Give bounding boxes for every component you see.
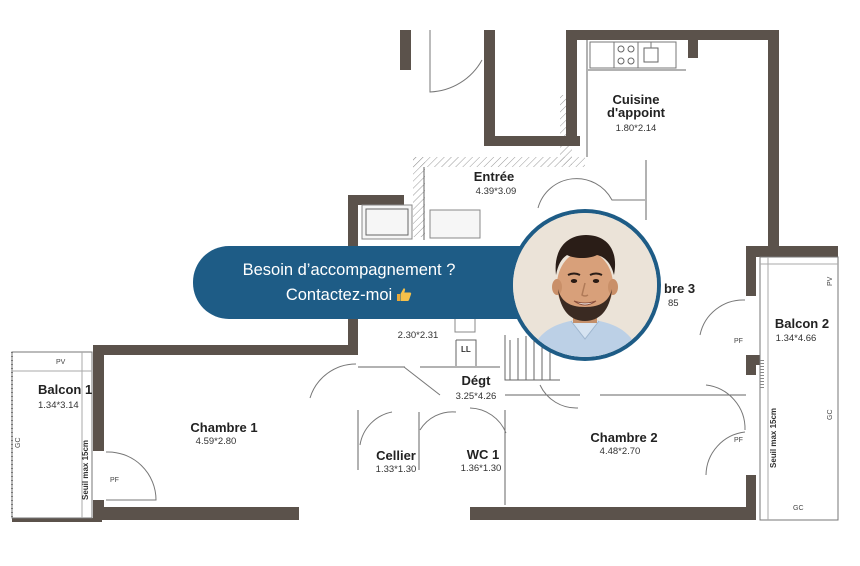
- room-name-balcon2: Balcon 2: [775, 316, 829, 331]
- gc-label: GC: [827, 410, 834, 421]
- advisor-avatar[interactable]: [509, 209, 661, 361]
- bathroom-fixtures: [361, 204, 481, 333]
- room-name-entree: Entrée: [474, 169, 514, 184]
- door-arc: [359, 411, 393, 446]
- room-name-cuisine-2: d'appoint: [607, 105, 666, 120]
- wall-segment: [93, 345, 104, 451]
- room-dims-cellier: 1.33*1.30: [376, 464, 417, 475]
- partitions: [357, 40, 746, 505]
- balcony-1-outline: [11, 351, 93, 519]
- balcony-2: PV GC GC Seuil max 15cm PF PF: [734, 256, 839, 521]
- hatched-threshold: [413, 157, 585, 167]
- room-dims-chambre1: 4.59*2.80: [196, 436, 237, 447]
- pv-label: PV: [827, 276, 834, 286]
- stair-lines: [509, 330, 551, 380]
- room-name-chambre1: Chambre 1: [190, 420, 257, 435]
- room-dims-chambre3: 85: [668, 298, 679, 309]
- washbasin: [429, 209, 481, 239]
- wall-segment: [93, 345, 358, 355]
- wall-segment: [566, 30, 577, 146]
- gc-label-bottom: GC: [793, 505, 804, 512]
- wall-segment: [348, 195, 404, 205]
- balcony-door: [699, 299, 746, 336]
- room-dims-wc1: 1.36*1.30: [461, 463, 502, 474]
- wall-segment: [12, 518, 102, 522]
- room-name-cellier: Cellier: [376, 448, 416, 463]
- room-name-balcon1: Balcon 1: [38, 382, 92, 397]
- seuil-label: Seuil max 15cm: [769, 408, 778, 468]
- wall-segment: [768, 30, 779, 252]
- wall-segment: [484, 30, 495, 142]
- balcony-2-outline: [759, 256, 839, 521]
- wall-segment: [746, 246, 756, 296]
- banner-line-2-text: Contactez-moi: [285, 286, 393, 304]
- room-dims-chambre2: 4.48*2.70: [600, 446, 641, 457]
- wall-segment: [484, 136, 580, 146]
- wall-segment: [688, 30, 778, 40]
- door-arc: [539, 384, 579, 409]
- balcony-door: [705, 384, 746, 476]
- ll-label: LL: [461, 345, 471, 354]
- room-name-chambre3: bre 3: [664, 281, 695, 296]
- toilet: [454, 317, 476, 333]
- room-dims-entree: 4.39*3.09: [476, 186, 517, 197]
- entrance-door: [429, 30, 483, 93]
- wall-segment: [566, 30, 698, 40]
- room-name-cuisine: Cuisine: [613, 92, 660, 107]
- wall-segment: [688, 30, 698, 58]
- hatched-threshold-left: [413, 157, 425, 237]
- person-portrait-icon: [513, 213, 657, 357]
- hob: [613, 41, 639, 69]
- fridge: [589, 41, 615, 69]
- door-arc: [309, 363, 357, 399]
- wall-segment: [748, 355, 760, 365]
- pf-label: PF: [734, 437, 743, 444]
- room-dims-balcon2: 1.34*4.66: [776, 333, 817, 344]
- room-dims-cuisine: 1.80*2.14: [616, 123, 657, 134]
- bathtub: [361, 204, 413, 240]
- room-labels: Cuisine d'appoint 1.80*2.14 Entrée 4.39*…: [38, 92, 829, 475]
- wall-segment: [348, 195, 358, 247]
- banner-line-1: Besoin d’accompagnement ?: [242, 261, 456, 279]
- door-arc: [469, 407, 507, 434]
- wall-segment: [748, 246, 838, 257]
- room-dims-balcon1: 1.34*3.14: [38, 400, 79, 411]
- doors: [105, 30, 746, 501]
- room-name-chambre2: Chambre 2: [590, 430, 657, 445]
- gc-label: GC: [15, 438, 22, 449]
- door-arc: [537, 178, 645, 209]
- room-dims-degt: 3.25*4.26: [456, 391, 497, 402]
- wall-segment: [348, 318, 358, 354]
- wall-segment: [400, 30, 411, 70]
- kitchen-fixtures: [589, 41, 677, 69]
- balcony-1: PV GC Seuil max 15cm PF: [11, 351, 119, 519]
- wall-segment: [470, 507, 756, 520]
- door-arc: [419, 411, 457, 431]
- thumbs-up-icon: [397, 288, 412, 301]
- room-name-degt: Dégt: [462, 373, 492, 388]
- wall-segment: [746, 475, 756, 519]
- advisor-photo: [513, 213, 657, 357]
- walls: [12, 30, 838, 522]
- pv-label: PV: [56, 359, 66, 366]
- contact-banner[interactable]: Besoin d’accompagnement ? Contactez-moi: [193, 246, 543, 319]
- wall-segment: [93, 507, 299, 520]
- room-name-wc1: WC 1: [467, 447, 500, 462]
- pf-label: PF: [734, 338, 743, 345]
- banner-line-2: Contactez-moi: [193, 286, 505, 305]
- room-dims-sdb: 2.30*2.31: [398, 330, 439, 341]
- balcony-door: [105, 451, 157, 501]
- door-leaf: [403, 366, 441, 396]
- pf-label: PF: [110, 477, 119, 484]
- ll-closet: [456, 339, 477, 366]
- seuil-label: Seuil max 15cm: [81, 440, 90, 500]
